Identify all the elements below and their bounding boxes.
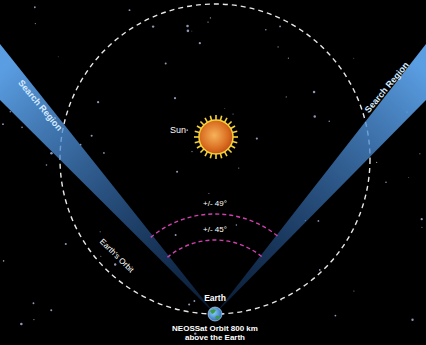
star [199,42,201,44]
star [314,115,316,117]
star [411,319,413,321]
star [191,151,192,152]
star [175,234,177,236]
star [103,152,105,154]
star [10,111,11,112]
star [2,123,4,125]
star [353,57,355,59]
star [224,108,226,110]
star [34,6,36,8]
star [421,218,423,220]
angle-label: +/- 45° [203,226,227,235]
star [335,315,337,317]
star [188,303,190,305]
star [57,56,59,58]
search-beam [0,44,215,314]
star [3,260,5,262]
star [238,168,239,169]
search-beam [215,44,426,314]
star [100,256,101,257]
star [152,25,154,27]
star [353,290,354,291]
star [385,181,387,183]
star [20,323,23,326]
star [376,162,377,163]
star [279,26,281,28]
star [207,21,208,22]
star [174,97,176,99]
star [114,263,116,265]
star [35,23,36,24]
star [208,193,209,194]
sun-label: Sun [170,126,186,136]
star [50,309,52,311]
orbit-label: Earth's Orbit [97,237,134,274]
star [97,101,99,103]
star [236,224,238,226]
star [286,96,287,97]
star [288,58,289,59]
star [193,300,195,302]
earth-label: Earth [204,294,226,303]
star [65,243,67,245]
star [317,220,319,222]
star-field [2,6,423,334]
star [421,227,422,228]
star [319,269,321,271]
sun-symbol [194,115,238,159]
earth-symbol [208,307,222,321]
star [408,177,410,179]
star [33,319,34,320]
orbit-caption: NEOSSat Orbit 800 km above the Earth [163,325,267,343]
star [191,30,193,32]
star [176,171,178,173]
star [210,17,211,18]
star [165,62,167,64]
star [233,113,234,114]
star [50,152,53,155]
star [265,29,267,31]
star [313,91,316,94]
star [129,9,131,11]
star [187,30,190,33]
star [91,135,93,137]
star [33,302,35,304]
star [186,25,189,28]
star [278,46,279,47]
star [329,121,330,122]
angle-arc [167,240,262,257]
angle-label: +/- 49° [203,200,227,209]
star [419,153,420,154]
earth-orbit [60,4,370,314]
angle-arc [151,214,280,237]
star [186,129,188,131]
star [256,138,258,140]
star [100,231,101,232]
star [46,164,48,166]
star [21,126,23,128]
